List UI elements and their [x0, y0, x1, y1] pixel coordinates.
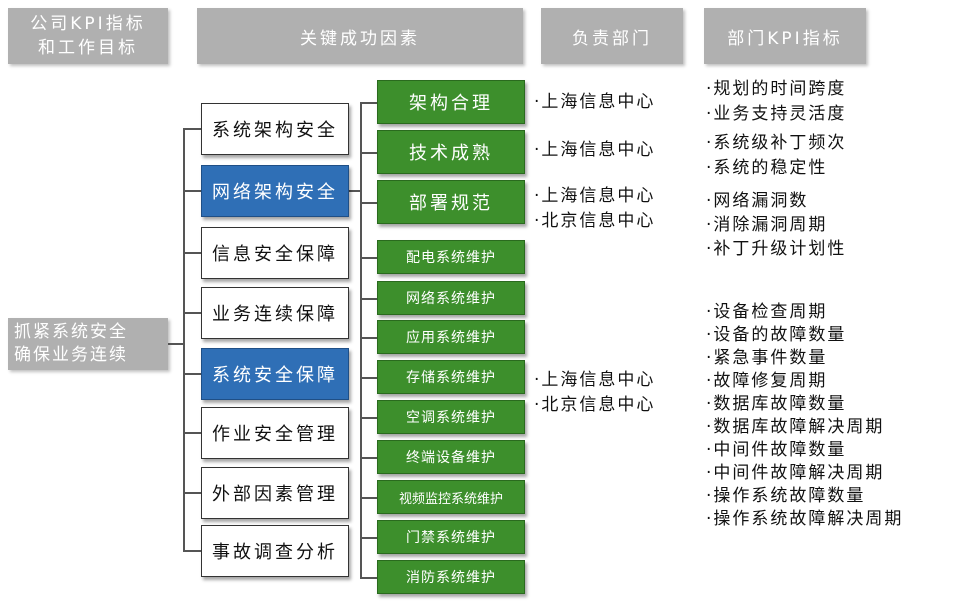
- connector-l2-a: [360, 102, 377, 104]
- connector-l2-s4: [360, 417, 377, 419]
- header-dept: 负责部门: [541, 8, 683, 64]
- kpi-group-1: ·规划的时间跨度 ·业务支持灵活度: [706, 77, 846, 127]
- connector-l1-1: [183, 190, 201, 192]
- kpi-item: ·系统级补丁频次: [706, 133, 847, 153]
- kpi-item: ·消除漏洞周期: [706, 215, 828, 235]
- csf-storage-maintenance: 存储系统维护: [377, 360, 525, 394]
- connector-level2-stub: [349, 190, 361, 192]
- csf-architecture-reasonable: 架构合理: [377, 80, 525, 124]
- dept-item: ·上海信息中心: [534, 92, 656, 112]
- dept-group-3: ·上海信息中心 ·北京信息中心: [534, 184, 655, 234]
- dept-item: ·北京信息中心: [534, 211, 656, 231]
- csf-deployment-standard: 部署规范: [377, 180, 525, 224]
- header-csf: 关键成功因素: [197, 8, 523, 64]
- factor-system-architecture: 系统架构安全: [201, 103, 349, 155]
- header-company-kpi-line1: 公司KPI指标: [30, 14, 146, 34]
- dept-item: ·上海信息中心: [534, 370, 656, 390]
- kpi-item: ·设备的故障数量: [706, 325, 847, 345]
- csf-fire-maintenance: 消防系统维护: [377, 560, 525, 594]
- header-dept-kpi: 部门KPI指标: [704, 8, 866, 64]
- connector-l1-0: [183, 128, 201, 130]
- dept-item: ·北京信息中心: [534, 395, 656, 415]
- connector-l2-s5: [360, 457, 377, 459]
- connector-l2-s6: [360, 497, 377, 499]
- connector-l2-s3: [360, 377, 377, 379]
- connector-l1-2: [183, 252, 201, 254]
- kpi-item: ·数据库故障数量: [706, 394, 847, 414]
- connector-l1-3: [183, 312, 201, 314]
- factor-external-factors: 外部因素管理: [201, 467, 349, 519]
- dept-group-4: ·上海信息中心 ·北京信息中心: [534, 368, 655, 418]
- kpi-group-2: ·系统级补丁频次 ·系统的稳定性: [706, 131, 846, 181]
- factor-info-security: 信息安全保障: [201, 227, 349, 279]
- factor-network-architecture: 网络架构安全: [201, 165, 349, 217]
- header-company-kpi: 公司KPI指标 和工作目标: [8, 8, 168, 64]
- dept-item: ·上海信息中心: [534, 140, 656, 160]
- kpi-item: ·操作系统故障数量: [706, 486, 866, 506]
- csf-access-control-maintenance: 门禁系统维护: [377, 520, 525, 554]
- kpi-item: ·故障修复周期: [706, 371, 828, 391]
- connector-root: [168, 343, 184, 345]
- kpi-item: ·操作系统故障解决周期: [706, 509, 904, 529]
- connector-l2-s0: [360, 257, 377, 259]
- connector-level2-trunk: [360, 102, 362, 578]
- dept-group-1: ·上海信息中心: [534, 90, 655, 115]
- kpi-item: ·系统的稳定性: [706, 158, 828, 178]
- factor-system-security: 系统安全保障: [201, 348, 349, 400]
- header-company-kpi-line2: 和工作目标: [38, 38, 138, 58]
- connector-l2-s8: [360, 577, 377, 579]
- csf-application-maintenance: 应用系统维护: [377, 320, 525, 354]
- connector-l2-s1: [360, 298, 377, 300]
- connector-l2-c: [360, 202, 377, 204]
- dept-item: ·上海信息中心: [534, 186, 656, 206]
- connector-l1-4: [183, 373, 201, 375]
- kpi-item: ·规划的时间跨度: [706, 79, 847, 99]
- kpi-item: ·业务支持灵活度: [706, 104, 847, 124]
- csf-aircon-maintenance: 空调系统维护: [377, 400, 525, 434]
- csf-technology-mature: 技术成熟: [377, 130, 525, 174]
- kpi-group-3: ·网络漏洞数 ·消除漏洞周期 ·补丁升级计划性: [706, 189, 846, 261]
- kpi-item: ·补丁升级计划性: [706, 239, 847, 259]
- kpi-item: ·数据库故障解决周期: [706, 417, 885, 437]
- connector-l1-5: [183, 432, 201, 434]
- kpi-item: ·中间件故障解决周期: [706, 463, 885, 483]
- kpi-item: ·设备检查周期: [706, 302, 828, 322]
- csf-network-maintenance: 网络系统维护: [377, 281, 525, 315]
- csf-video-surveillance-maintenance: 视频监控系统维护: [377, 480, 525, 514]
- root-goal-line2: 确保业务连续: [14, 345, 128, 365]
- root-goal: 抓紧系统安全 确保业务连续: [8, 318, 168, 370]
- csf-terminal-maintenance: 终端设备维护: [377, 440, 525, 474]
- connector-l2-b: [360, 152, 377, 154]
- kpi-item: ·网络漏洞数: [706, 191, 809, 211]
- kpi-item: ·紧急事件数量: [706, 348, 828, 368]
- kpi-group-4: ·设备检查周期 ·设备的故障数量 ·紧急事件数量 ·故障修复周期 ·数据库故障数…: [706, 301, 903, 531]
- factor-operation-security: 作业安全管理: [201, 407, 349, 459]
- factor-incident-analysis: 事故调查分析: [201, 525, 349, 577]
- connector-l2-s7: [360, 537, 377, 539]
- connector-level1-trunk: [183, 128, 185, 551]
- factor-business-continuity: 业务连续保障: [201, 287, 349, 339]
- kpi-item: ·中间件故障数量: [706, 440, 847, 460]
- csf-power-maintenance: 配电系统维护: [377, 240, 525, 274]
- root-goal-line1: 抓紧系统安全: [14, 322, 128, 342]
- connector-l1-7: [183, 550, 201, 552]
- connector-l1-6: [183, 492, 201, 494]
- connector-l2-s2: [360, 337, 377, 339]
- dept-group-2: ·上海信息中心: [534, 138, 655, 163]
